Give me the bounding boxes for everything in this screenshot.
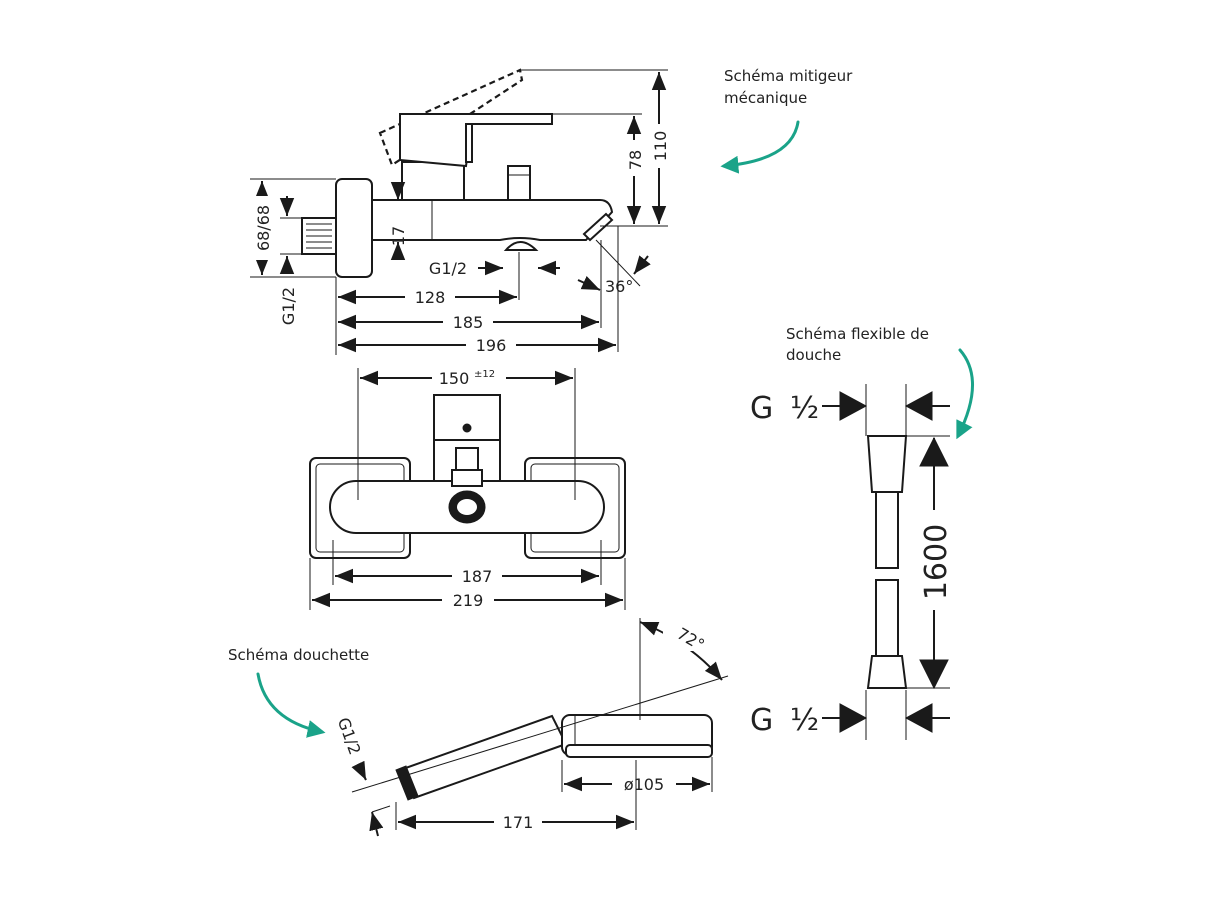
dim-g12-spout: G1/2: [429, 259, 467, 278]
mixer-front-view: [309, 366, 626, 610]
note-hose-2: douche: [786, 346, 841, 364]
hose-half-top: ½: [790, 391, 819, 426]
dim-171: 171: [503, 813, 534, 832]
dim-17: 17: [389, 226, 408, 246]
labels: Schéma mitigeur mécanique Schéma flexibl…: [228, 67, 954, 832]
dim-68: 68/68: [254, 205, 273, 251]
dim-128: 128: [415, 288, 446, 307]
hose-g-top: G: [750, 391, 773, 426]
callout-arrows: [256, 120, 974, 738]
hose-g-bottom: G: [750, 703, 773, 738]
note-mixer-1: Schéma mitigeur: [724, 67, 853, 85]
mixer-side-view: [250, 68, 672, 355]
dim-150: 150: [439, 369, 470, 388]
dim-g12-shower: G1/2: [334, 715, 365, 757]
dim-105: ø105: [624, 775, 664, 794]
dim-187: 187: [462, 567, 493, 586]
handshower-view: [351, 618, 729, 837]
note-handshower: Schéma douchette: [228, 646, 369, 664]
hose-view: [822, 384, 950, 740]
dim-1600: 1600: [919, 524, 954, 600]
dim-219: 219: [453, 591, 484, 610]
dim-g12-side: G1/2: [279, 287, 298, 325]
dim-150-tolerance: ±12: [474, 369, 495, 380]
dim-196: 196: [476, 336, 507, 355]
dim-185: 185: [453, 313, 484, 332]
dim-110: 110: [651, 131, 670, 162]
hose-half-bottom: ½: [790, 703, 819, 738]
dim-36: 36°: [605, 277, 633, 296]
note-hose-1: Schéma flexible de: [786, 325, 929, 343]
dim-78: 78: [626, 150, 645, 170]
note-mixer-2: mécanique: [724, 89, 807, 107]
